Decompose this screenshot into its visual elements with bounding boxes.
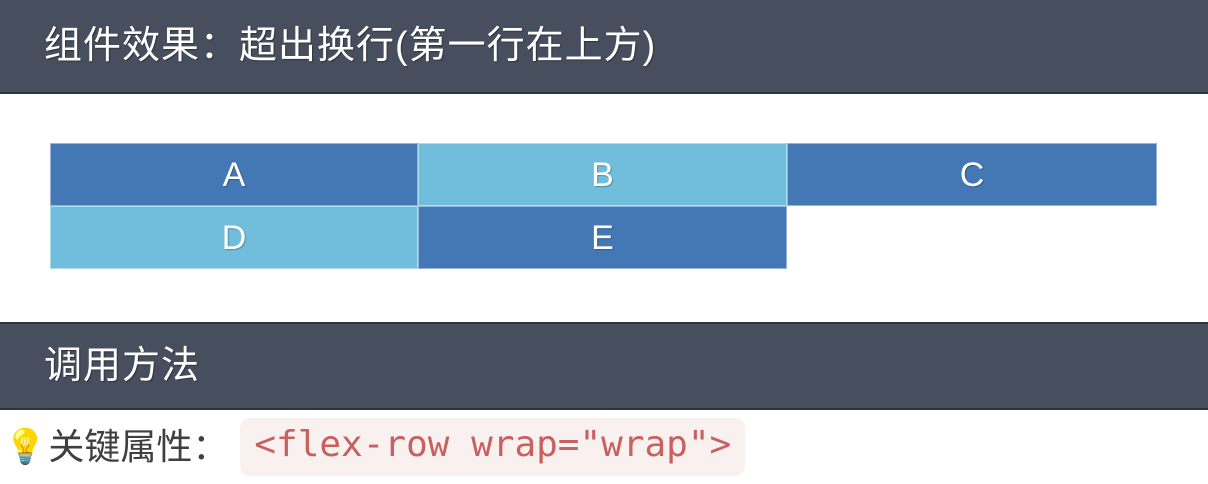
key-attribute-label: 关键属性： bbox=[48, 426, 229, 467]
flex-item-d-label: D bbox=[221, 218, 247, 257]
flex-item-c-label: C bbox=[959, 155, 985, 194]
flex-item-a[interactable]: A bbox=[50, 143, 418, 206]
section-title-usage: 调用方法 bbox=[44, 345, 201, 387]
lightbulb-icon: 💡 bbox=[4, 428, 47, 466]
flex-item-e[interactable]: E bbox=[418, 206, 787, 269]
flex-item-a-label: A bbox=[222, 155, 246, 194]
flex-row-container: A B C D E bbox=[50, 143, 1157, 269]
flex-demo-area: A B C D E bbox=[0, 96, 1208, 320]
flex-item-c[interactable]: C bbox=[787, 143, 1157, 206]
flex-item-b-label: B bbox=[591, 155, 614, 194]
section-header-usage: 调用方法 bbox=[0, 322, 1208, 410]
usage-row: 💡 关键属性： <flex-row wrap="wrap"> bbox=[0, 410, 1208, 484]
flex-item-d[interactable]: D bbox=[50, 206, 418, 269]
flex-item-b[interactable]: B bbox=[418, 143, 787, 206]
section-header-effect: 组件效果：超出换行(第一行在上方) bbox=[0, 0, 1208, 94]
code-snippet: <flex-row wrap="wrap"> bbox=[240, 418, 746, 476]
section-title-effect: 组件效果：超出换行(第一行在上方) bbox=[44, 25, 657, 67]
flex-item-e-label: E bbox=[591, 218, 614, 257]
